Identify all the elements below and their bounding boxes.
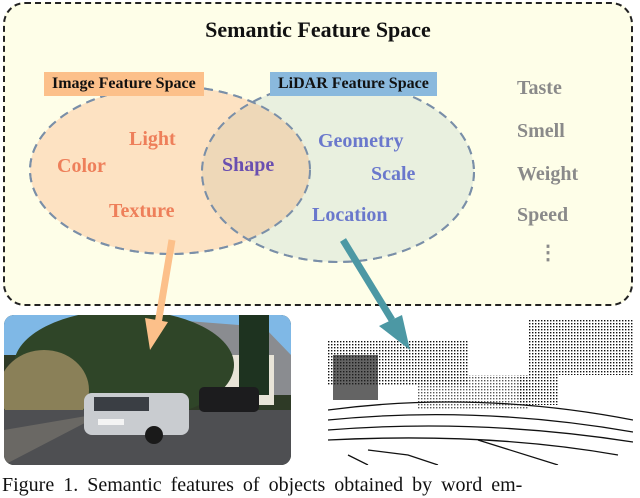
orange-arrow-head bbox=[145, 318, 168, 350]
feature-smell: Smell bbox=[517, 120, 565, 142]
feature-geometry: Geometry bbox=[318, 130, 404, 152]
diagram-title: Semantic Feature Space bbox=[205, 17, 431, 42]
feature-scale: Scale bbox=[371, 163, 416, 185]
ellipsis-more: ⋮ bbox=[538, 242, 558, 264]
feature-location: Location bbox=[312, 204, 388, 226]
camera-image bbox=[4, 315, 291, 465]
lidar-feature-space-label: LiDAR Feature Space bbox=[270, 72, 437, 96]
venn-ellipses bbox=[29, 81, 475, 263]
feature-weight: Weight bbox=[517, 163, 579, 185]
lidar-point-cloud-image bbox=[328, 320, 633, 465]
arrows bbox=[145, 238, 410, 350]
image-feature-space-label: Image Feature Space bbox=[44, 72, 204, 96]
feature-taste: Taste bbox=[517, 77, 562, 99]
feature-texture: Texture bbox=[109, 200, 175, 222]
feature-color: Color bbox=[57, 155, 106, 177]
feature-light: Light bbox=[129, 128, 176, 150]
feature-speed: Speed bbox=[517, 204, 569, 226]
figure-caption: Figure 1. Semantic features of objects o… bbox=[2, 474, 523, 496]
teal-arrow-head bbox=[379, 315, 410, 350]
feature-shape: Shape bbox=[222, 154, 275, 176]
